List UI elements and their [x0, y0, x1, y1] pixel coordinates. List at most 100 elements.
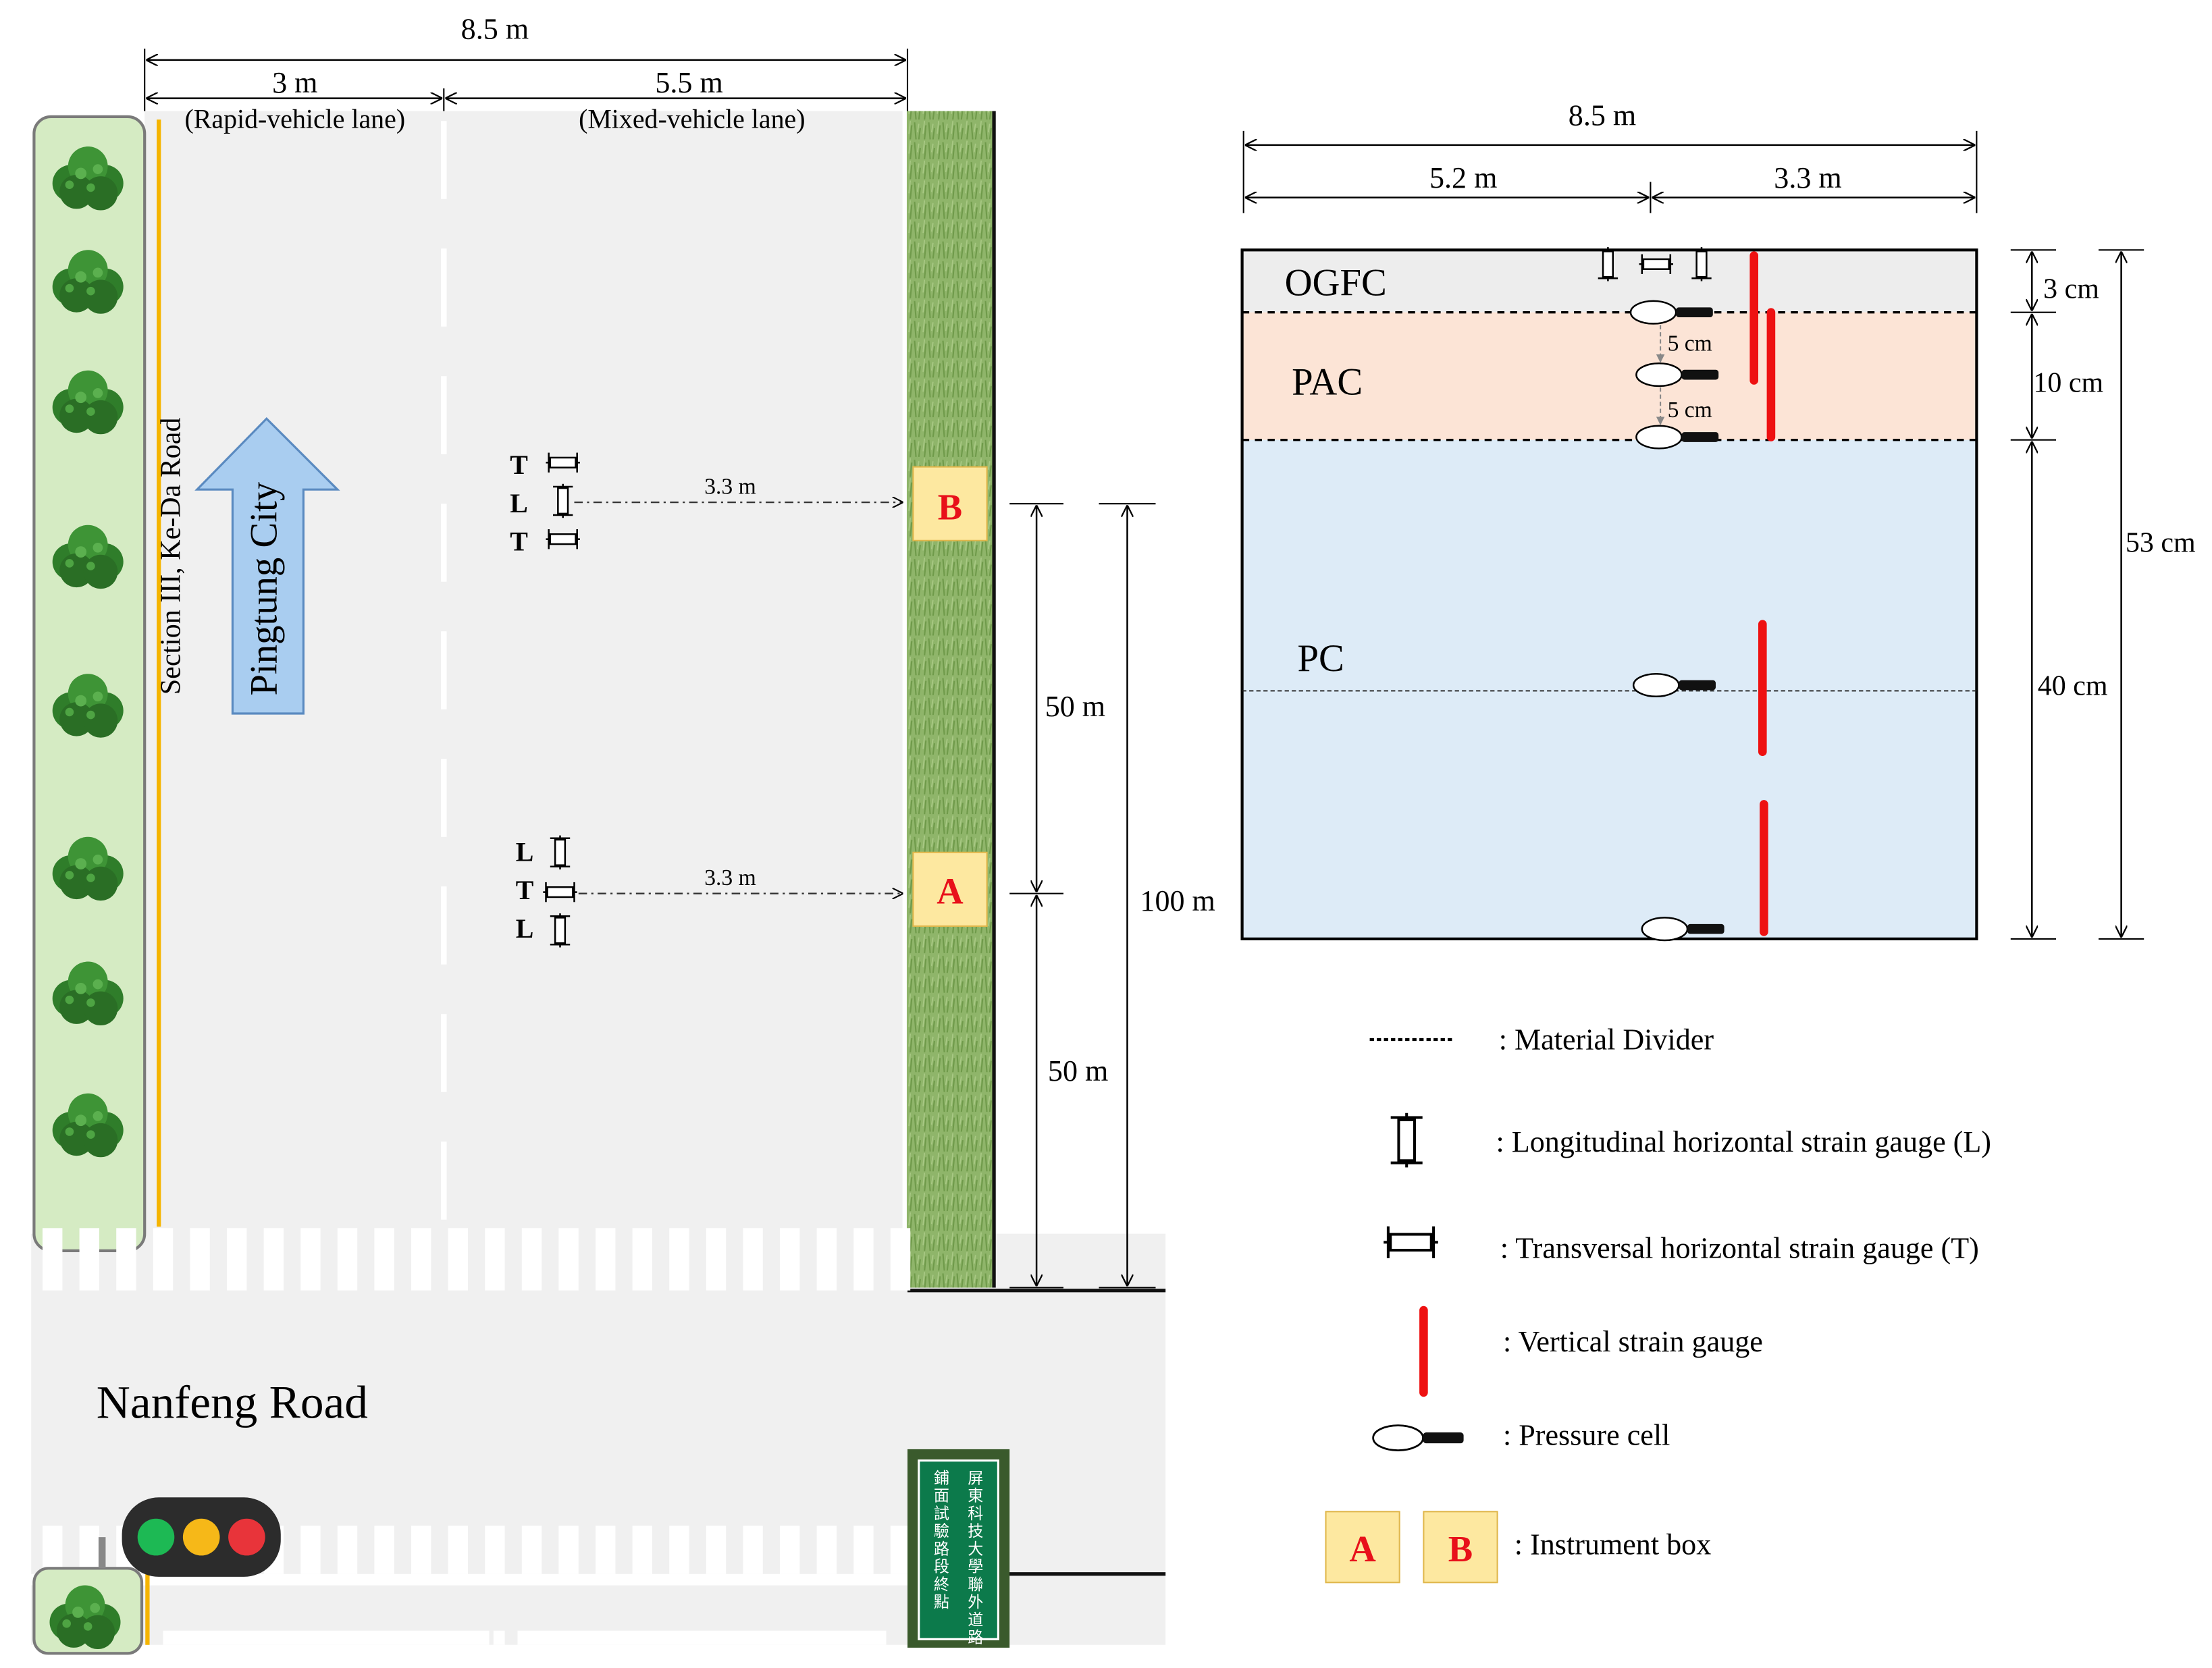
- traffic-light-red: [228, 1518, 265, 1556]
- sign-character: 路: [934, 1540, 949, 1558]
- legend-vertical: : Vertical strain gauge: [1503, 1325, 1763, 1358]
- layer-pac: [1242, 312, 1977, 440]
- direction-arrow: [194, 416, 340, 715]
- crosswalk-stripe: [337, 1228, 358, 1291]
- dim-ogfc-label: 3 cm: [2043, 274, 2099, 305]
- crosswalk-stripe: [116, 1228, 136, 1291]
- crosswalk-stripe: [743, 1526, 763, 1574]
- sign-character: 聯: [968, 1576, 983, 1594]
- crosswalk-stripe: [263, 1228, 284, 1291]
- zebra-crossing: [43, 1228, 911, 1291]
- crosswalk-stripe: [227, 1228, 247, 1291]
- grass-shoulder: [904, 111, 995, 1288]
- dim-rapid-label: (Rapid-vehicle lane): [185, 104, 406, 134]
- gauge-label: L: [510, 488, 528, 518]
- crosswalk-stripe: [411, 1526, 431, 1574]
- legend: : Material Divider : Longitudinal horizo…: [1325, 1023, 1991, 1584]
- sign-character: 路: [968, 1630, 983, 1647]
- crosswalk-stripe: [485, 1526, 505, 1574]
- sign-character: 終: [934, 1576, 949, 1594]
- crosswalk-stripe: [374, 1228, 394, 1291]
- crosswalk-stripe: [596, 1228, 616, 1291]
- legend-box-a: [1325, 1511, 1400, 1584]
- offset-a-label: 3.3 m: [704, 865, 756, 890]
- sign-character: 技: [968, 1523, 983, 1540]
- sign-character: 面: [934, 1488, 949, 1505]
- crosswalk-stripe: [890, 1526, 911, 1574]
- layer-pac-label: PAC: [1292, 361, 1363, 404]
- sign-character: 鋪: [934, 1470, 949, 1487]
- instrument-box-b: B: [912, 466, 988, 541]
- sign-character: 學: [968, 1559, 983, 1576]
- crosswalk-stripe: [558, 1526, 579, 1574]
- crosswalk-stripe: [853, 1526, 874, 1574]
- legend-pressure-symbol: [1372, 1424, 1465, 1451]
- gauge-label: T: [516, 875, 534, 905]
- sign-character: 外: [968, 1594, 983, 1611]
- legend-longitudinal-symbol: [1391, 1113, 1423, 1168]
- dim-total-length-label: 100 m: [1140, 884, 1215, 917]
- crosswalk-stripe: [743, 1228, 763, 1291]
- spacing-label: 5 cm: [1668, 331, 1712, 356]
- crosswalk-stripe: [780, 1228, 800, 1291]
- traffic-light-yellow: [182, 1518, 220, 1556]
- crosswalk-stripe: [448, 1526, 468, 1574]
- crosswalk-stripe: [669, 1526, 689, 1574]
- crosswalk-stripe: [558, 1228, 579, 1291]
- legend-material-divider: : Material Divider: [1499, 1023, 1714, 1056]
- crosswalk-stripe: [43, 1228, 63, 1291]
- legend-longitudinal: : Longitudinal horizontal strain gauge (…: [1496, 1125, 1991, 1158]
- crosswalk-stripe: [411, 1228, 431, 1291]
- crosswalk-stripe: [521, 1228, 542, 1291]
- crosswalk-stripe: [300, 1526, 321, 1574]
- sign-character: 驗: [934, 1523, 949, 1540]
- legend-transversal-symbol: [1384, 1227, 1438, 1258]
- crosswalk-stripe: [780, 1526, 800, 1574]
- section-dim-left-label: 5.2 m: [1429, 161, 1497, 194]
- gauge-label: L: [516, 913, 534, 944]
- sign-character: 大: [968, 1540, 983, 1558]
- section-dim-total-label: 8.5 m: [1569, 99, 1636, 132]
- dim-total-depth-label: 53 cm: [2126, 528, 2196, 559]
- dim-seg-lower-label: 50 m: [1048, 1054, 1108, 1087]
- sign-character: 試: [934, 1505, 949, 1523]
- crosswalk-stripe: [596, 1526, 616, 1574]
- sign-character: 科: [968, 1505, 983, 1523]
- crosswalk-stripe: [374, 1526, 394, 1574]
- gauge-label: T: [510, 450, 528, 480]
- dim-seg-upper-label: 50 m: [1045, 690, 1105, 723]
- dim-rapid-width: 3 m: [272, 66, 317, 99]
- instrument-box-a: A: [912, 851, 988, 927]
- crosswalk-stripe: [816, 1526, 837, 1574]
- layer-pc-label: PC: [1298, 637, 1344, 680]
- crosswalk-stripe: [79, 1228, 99, 1291]
- legend-transversal: : Transversal horizontal strain gauge (T…: [1500, 1231, 1979, 1264]
- crosswalk-stripe: [337, 1526, 358, 1574]
- crosswalk-stripe: [669, 1228, 689, 1291]
- sign-character: 點: [934, 1594, 949, 1611]
- crosswalk-stripe: [632, 1526, 652, 1574]
- dim-total-width-label: 8.5 m: [461, 12, 529, 45]
- traffic-light: [98, 1497, 281, 1577]
- crosswalk-stripe: [816, 1228, 837, 1291]
- dim-pac-label: 10 cm: [2033, 367, 2103, 398]
- crosswalk-stripe: [153, 1228, 174, 1291]
- traffic-light-green: [137, 1518, 175, 1556]
- dim-mixed-width: 5.5 m: [655, 66, 722, 99]
- crosswalk-stripe: [190, 1228, 210, 1291]
- layer-pc: [1242, 439, 1977, 939]
- gauge-group-b: T L T 3.3 m: [510, 450, 903, 557]
- crosswalk-stripe: [300, 1228, 321, 1291]
- offset-b-label: 3.3 m: [704, 475, 756, 500]
- sign-character: 東: [968, 1488, 983, 1505]
- crosswalk-stripe: [706, 1228, 727, 1291]
- section-dim-right-label: 3.3 m: [1774, 161, 1841, 194]
- instrument-box-b-label: B: [938, 486, 962, 527]
- crosswalk-stripe: [521, 1526, 542, 1574]
- crosswalk-stripe: [485, 1228, 505, 1291]
